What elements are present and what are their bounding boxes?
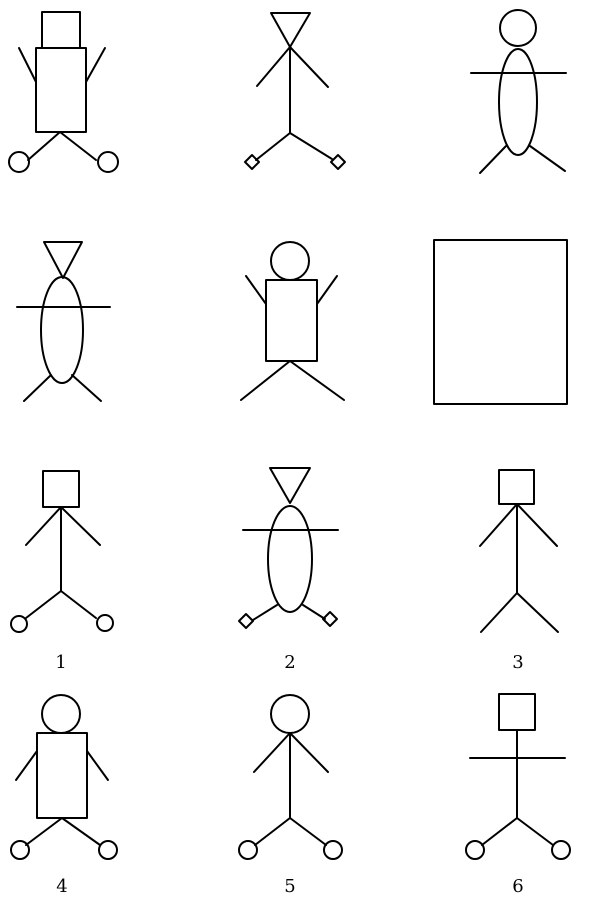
option-5-figure xyxy=(239,695,342,859)
option-2-label: 2 xyxy=(284,652,295,673)
option-1-label: 1 xyxy=(55,652,66,673)
matrix-cell-r1c3 xyxy=(471,10,566,173)
matrix-cell-r2c1 xyxy=(17,242,110,401)
missing-cell-box xyxy=(434,240,567,404)
option-6-label: 6 xyxy=(512,876,523,897)
matrix-cell-r1c1 xyxy=(9,12,118,172)
option-6-figure xyxy=(466,694,570,859)
option-3-label: 3 xyxy=(512,652,523,673)
option-2-figure xyxy=(239,468,338,628)
option-1-figure xyxy=(11,471,113,632)
matrix-cell-r1c2 xyxy=(245,13,345,169)
option-4-label: 4 xyxy=(56,876,67,897)
matrix-cell-r2c2 xyxy=(241,242,344,400)
option-5-label: 5 xyxy=(284,876,295,897)
option-3-figure xyxy=(480,470,558,632)
option-4-figure xyxy=(11,695,117,859)
